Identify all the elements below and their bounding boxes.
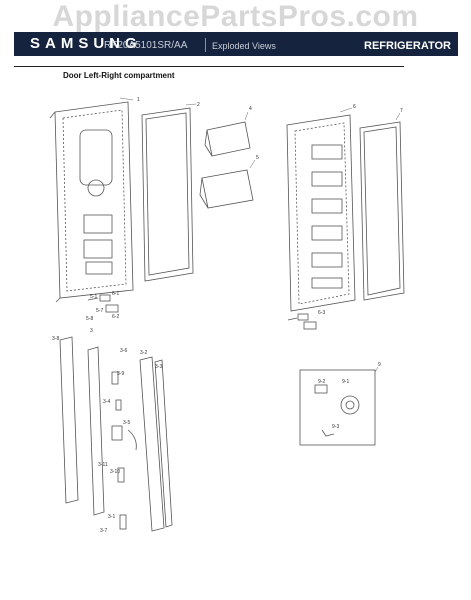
label-3-5: 3-5 <box>123 420 130 426</box>
left-hinge-parts <box>87 294 119 313</box>
label-9-1: 9-1 <box>342 379 349 385</box>
label-5-8: 5-8 <box>86 316 93 322</box>
label-3-6: 3-6 <box>120 348 127 354</box>
label-3-7: 3-7 <box>100 528 107 534</box>
label-3-10: 3-10 <box>110 469 120 475</box>
door-bins <box>199 121 254 209</box>
label-3-3: 3-3 <box>155 364 162 370</box>
handle-assembly <box>59 336 173 532</box>
label-5-7: 5-7 <box>96 308 103 314</box>
label-3-9: 3-9 <box>117 371 124 377</box>
label-3-11: 3-11 <box>98 462 108 468</box>
title-rule <box>14 66 404 67</box>
label-2: 2 <box>197 102 200 108</box>
label-9-3: 9-3 <box>332 424 339 430</box>
label-3: 3 <box>90 328 93 334</box>
label-7: 7 <box>400 108 403 114</box>
model-number: RF20A5101SR/AA <box>104 40 188 51</box>
left-door-assembly <box>49 101 134 303</box>
label-1: 1 <box>137 97 140 103</box>
right-gasket <box>359 121 405 301</box>
label-5-1: 5-1 <box>90 294 97 300</box>
right-door-assembly <box>286 114 356 312</box>
label-4: 4 <box>249 106 252 112</box>
label-3-4: 3-4 <box>103 399 110 405</box>
label-6-3: 6-3 <box>318 310 325 316</box>
label-9: 9 <box>378 362 381 368</box>
brand-logo: SAMSUNG <box>30 35 142 52</box>
section-title: Door Left-Right compartment <box>63 71 175 80</box>
label-6-1: 6-1 <box>112 291 119 297</box>
left-gasket <box>141 107 194 282</box>
label-6: 6 <box>353 104 356 110</box>
label-3-8: 3-8 <box>52 336 59 342</box>
product-label: REFRIGERATOR <box>364 40 451 52</box>
label-5: 5 <box>256 155 259 161</box>
view-label: Exploded Views <box>212 41 276 51</box>
label-3-1: 3-1 <box>108 514 115 520</box>
label-9-2: 9-2 <box>318 379 325 385</box>
header-bar <box>14 32 458 56</box>
part-9-box <box>299 369 376 446</box>
right-hinge-parts <box>287 313 317 330</box>
header-divider <box>205 38 206 52</box>
label-6-2: 6-2 <box>112 314 119 320</box>
label-3-2: 3-2 <box>140 350 147 356</box>
